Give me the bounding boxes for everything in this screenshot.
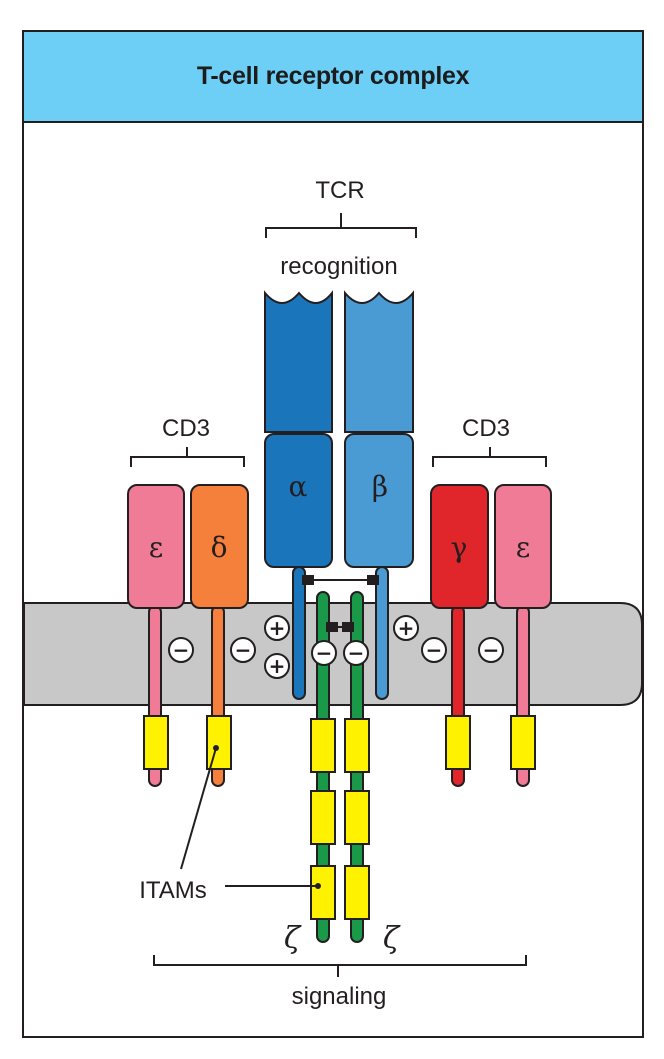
itam-zeta-left-2: [310, 790, 336, 845]
charge-minus-gamma: −: [421, 637, 447, 663]
itam-zeta-right-3: [344, 865, 370, 920]
itams-pointer-dot-delta: [213, 745, 219, 751]
alpha-beta-disulfide-bond: [302, 575, 379, 585]
figure-title: T-cell receptor complex: [196, 62, 470, 90]
charge-minus-epsilon-left: −: [168, 637, 194, 663]
recognition-label: recognition: [280, 253, 397, 280]
cd3-left-bracket: [130, 447, 245, 467]
itam-epsilon-left: [143, 715, 169, 770]
cd3-left-label: CD3: [162, 415, 210, 442]
beta-variable-domain: [344, 290, 414, 433]
itam-zeta-left-3: [310, 865, 336, 920]
svg-text:+: +: [269, 654, 286, 678]
tcr-label: TCR: [315, 177, 364, 204]
zeta-disulfide-bond: [326, 622, 354, 632]
signaling-label: signaling: [292, 983, 387, 1010]
svg-text:−: −: [235, 638, 252, 662]
epsilon-right-label: ε: [516, 531, 531, 564]
svg-text:−: −: [483, 638, 500, 662]
svg-text:−: −: [426, 638, 443, 662]
alpha-variable-domain: [264, 290, 333, 433]
cd3-epsilon-right-chain: ε: [494, 484, 552, 787]
cd3-gamma-chain: γ: [430, 484, 489, 787]
itams-label: ITAMs: [139, 877, 207, 904]
gamma-label: γ: [451, 531, 468, 564]
itam-gamma: [445, 715, 471, 770]
alpha-label: α: [289, 470, 308, 503]
svg-text:−: −: [316, 641, 333, 665]
charge-minus-delta: −: [230, 637, 256, 663]
tcr-beta-chain: β: [344, 290, 414, 700]
itam-zeta-right-1: [344, 718, 370, 773]
cd3-epsilon-left-chain: ε: [127, 484, 185, 787]
tcr-alpha-chain: α: [264, 290, 333, 700]
cd3-delta-chain: δ: [190, 484, 249, 787]
svg-text:−: −: [348, 641, 365, 665]
itam-zeta-right-2: [344, 790, 370, 845]
signaling-bracket: [153, 955, 527, 977]
svg-text:−: −: [173, 638, 190, 662]
delta-label: δ: [211, 531, 228, 564]
charge-minus-zeta-right: −: [343, 640, 369, 666]
zeta-label-left: ζ: [284, 921, 302, 956]
charge-plus-alpha-upper: +: [264, 615, 290, 641]
charge-plus-alpha-lower: +: [264, 653, 290, 679]
cd3-right-bracket: [432, 447, 547, 467]
alpha-transmembrane-tail: [292, 566, 306, 700]
epsilon-left-label: ε: [149, 531, 164, 564]
itams-pointer-delta: [180, 747, 217, 870]
itams-pointer-dot-zeta: [315, 883, 321, 889]
charge-minus-epsilon-right: −: [478, 637, 504, 663]
itam-epsilon-right: [510, 715, 536, 770]
itam-delta: [206, 715, 232, 770]
title-bar: T-cell receptor complex: [24, 32, 642, 123]
charge-minus-zeta-left: −: [311, 640, 337, 666]
tcr-bracket: [265, 213, 417, 238]
svg-text:+: +: [398, 616, 415, 640]
charge-plus-beta: +: [393, 615, 419, 641]
beta-label: β: [372, 470, 388, 503]
cd3-right-label: CD3: [462, 415, 510, 442]
beta-transmembrane-tail: [375, 566, 389, 700]
svg-text:+: +: [269, 616, 286, 640]
zeta-label-right: ζ: [383, 921, 401, 956]
itam-zeta-left-1: [310, 718, 336, 773]
